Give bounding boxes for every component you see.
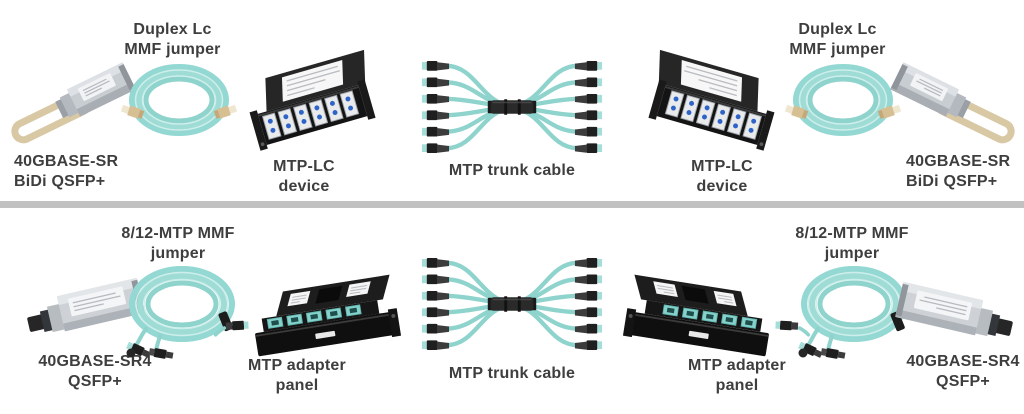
- label-line: MMF jumper: [789, 40, 886, 58]
- label-line: device: [278, 177, 330, 195]
- label-line: MTP trunk cable: [448, 365, 576, 382]
- label-line: BiDi QSFP+: [14, 172, 106, 190]
- label-line: 8/12-MTP MMF: [795, 225, 909, 242]
- label-line: MTP trunk cable: [448, 162, 576, 179]
- label-line: Duplex Lc: [798, 21, 877, 38]
- label-duplex-jumper-right: Duplex Lc MMF jumper: [770, 20, 905, 59]
- label-mtp-jumper-left: 8/12-MTP MMF jumper: [108, 224, 248, 263]
- label-mtp-trunk-bottom: MTP trunk cable: [432, 364, 592, 384]
- label-line: MMF jumper: [124, 40, 221, 58]
- label-line: 8/12-MTP MMF: [121, 225, 235, 242]
- label-line: device: [696, 177, 748, 195]
- label-line: MTP-LC: [691, 158, 753, 175]
- label-line: MTP adapter: [688, 357, 786, 374]
- label-mtp-lc-device-left: MTP-LC device: [245, 157, 363, 196]
- label-line: BiDi QSFP+: [906, 172, 998, 190]
- row-divider-line: [0, 201, 1024, 208]
- mtp-lc-cassette-image: [640, 49, 784, 152]
- label-mtp-lc-device-right: MTP-LC device: [663, 157, 781, 196]
- label-40gbase-sr4-right: 40GBASE-SR4 QSFP+: [893, 352, 1024, 391]
- label-40gbase-sr4-left: 40GBASE-SR4 QSFP+: [25, 352, 165, 391]
- qsfp-bidi-transceiver-image: [882, 52, 1014, 154]
- label-line: Duplex Lc: [133, 21, 212, 38]
- label-line: panel: [275, 376, 319, 394]
- label-40gbase-sr-bidi-right: 40GBASE-SR BiDi QSFP+: [906, 152, 1016, 191]
- label-line: MTP-LC: [273, 158, 335, 175]
- label-line: panel: [715, 376, 759, 394]
- label-line: jumper: [824, 244, 880, 262]
- qsfp-sr4-transceiver-image: [894, 281, 1017, 344]
- mtp-trunk-cable-image: [420, 56, 604, 159]
- label-line: 40GBASE-SR: [14, 153, 119, 170]
- label-line: 40GBASE-SR4: [906, 353, 1020, 370]
- label-line: jumper: [150, 244, 206, 262]
- label-40gbase-sr-bidi-left: 40GBASE-SR BiDi QSFP+: [14, 152, 144, 191]
- label-line: 40GBASE-SR4: [38, 353, 152, 370]
- label-duplex-jumper-left: Duplex Lc MMF jumper: [105, 20, 240, 59]
- label-mtp-adapter-panel-right: MTP adapter panel: [677, 356, 797, 395]
- label-line: MTP adapter: [248, 357, 346, 374]
- label-line: QSFP+: [68, 372, 122, 390]
- duplex-lc-jumper-image: [123, 58, 235, 146]
- label-line: 40GBASE-SR: [906, 153, 1011, 170]
- mtp-lc-cassette-image: [240, 49, 384, 152]
- label-line: QSFP+: [936, 372, 990, 390]
- label-mtp-jumper-right: 8/12-MTP MMF jumper: [782, 224, 922, 263]
- label-mtp-adapter-panel-left: MTP adapter panel: [237, 356, 357, 395]
- mtp-trunk-cable-image: [420, 253, 604, 356]
- label-mtp-trunk-top: MTP trunk cable: [432, 161, 592, 181]
